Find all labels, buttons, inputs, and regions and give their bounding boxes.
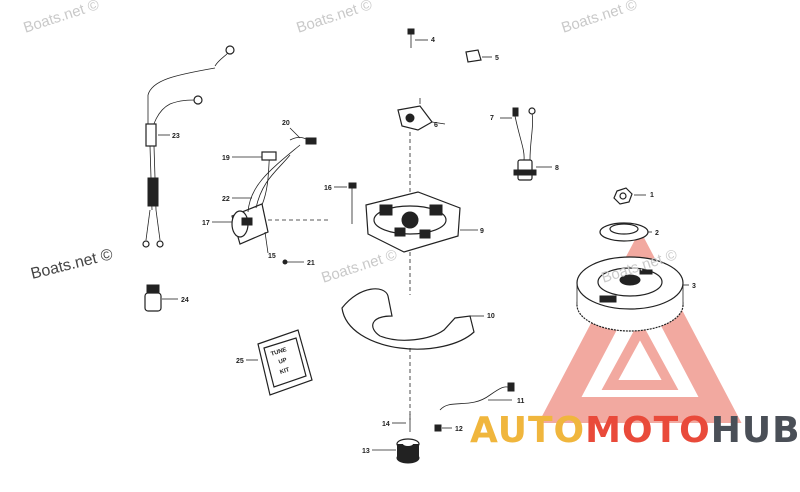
- callout-10: 10: [487, 313, 495, 320]
- nut-part: [613, 187, 646, 205]
- callout-13: 13: [362, 448, 370, 455]
- brand-part-hub: HUB: [710, 410, 800, 451]
- callout-11: 11: [517, 398, 525, 405]
- callout-5: 5: [495, 55, 499, 62]
- callout-25: 25: [236, 358, 244, 365]
- decal-text-line-3: KIT: [279, 367, 290, 376]
- callout-16: 16: [324, 185, 332, 192]
- decal-text-line-1: TUNE: [270, 347, 287, 358]
- callout-3: 3: [692, 283, 696, 290]
- wire-lead-part: [439, 382, 515, 411]
- callout-12: 12: [455, 426, 463, 433]
- callout-22: 22: [222, 196, 230, 203]
- callout-6: 6: [434, 122, 438, 129]
- stator-plate-part: [365, 132, 478, 295]
- tune-up-kit-box: [246, 329, 313, 396]
- callout-23: 23: [172, 133, 180, 140]
- flywheel-part: [576, 256, 689, 332]
- callout-2: 2: [655, 230, 659, 237]
- callout-1: 1: [650, 192, 654, 199]
- callout-7: 7: [490, 115, 494, 122]
- callout-15: 15: [268, 253, 276, 260]
- pin-part: [392, 414, 411, 432]
- brand-part-moto: MOTO: [585, 410, 711, 451]
- wire-harness-part: [142, 45, 235, 248]
- ignition-coil-part: [212, 127, 330, 265]
- callout-21: 21: [307, 260, 315, 267]
- callout-24: 24: [181, 297, 189, 304]
- callout-14: 14: [382, 421, 390, 428]
- screw-part: [407, 28, 428, 48]
- breaker-point-part: [397, 98, 446, 131]
- plug-part: [144, 284, 178, 312]
- triangle-logo: [538, 230, 742, 423]
- condenser-part: [500, 107, 552, 181]
- callout-8: 8: [555, 165, 559, 172]
- pad-part: [465, 49, 492, 63]
- brand-part-auto: AUTO: [470, 410, 586, 451]
- armature-ring-part: [341, 288, 484, 420]
- bushing-part: [372, 438, 420, 464]
- callout-20: 20: [282, 120, 290, 127]
- callout-9: 9: [480, 228, 484, 235]
- small-screw-part: [434, 424, 452, 432]
- bolt-part: [334, 182, 357, 224]
- callout-4: 4: [431, 37, 435, 44]
- washer-part: [599, 222, 652, 242]
- callout-19: 19: [222, 155, 230, 162]
- callout-17: 17: [202, 220, 210, 227]
- brand-logo-text: AUTOMOTOHUB: [470, 410, 800, 451]
- decal-text-line-2: UP: [278, 357, 288, 365]
